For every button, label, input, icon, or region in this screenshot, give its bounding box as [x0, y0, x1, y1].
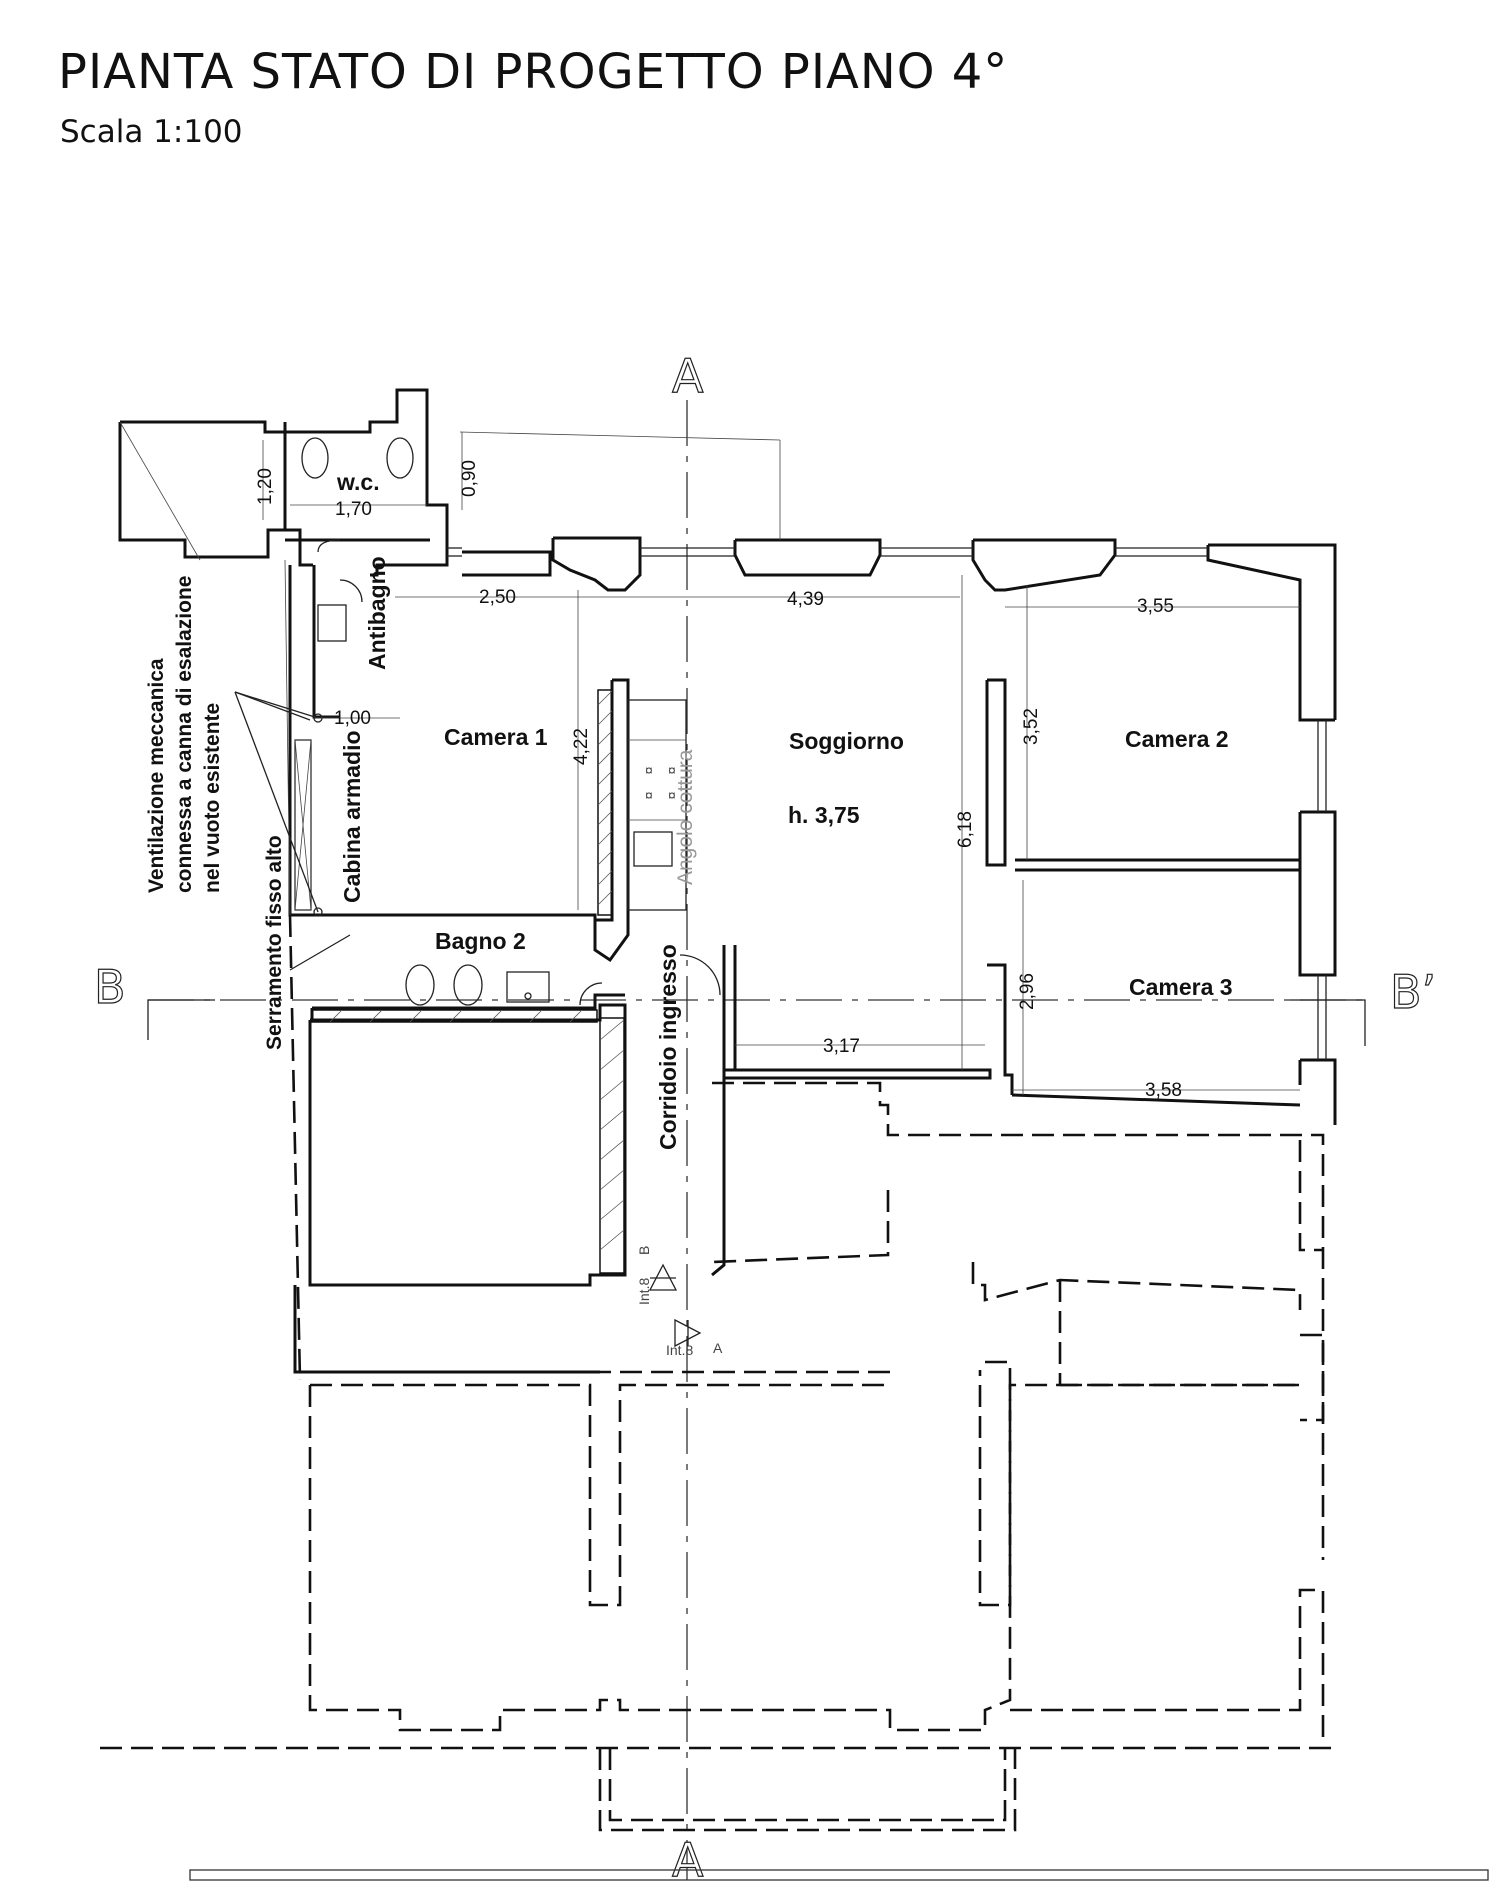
room-label-corridoio-ingresso: Corridoio ingresso	[655, 944, 681, 1150]
dim-1-00: 1,00	[334, 708, 371, 729]
section-b-right-label: B’	[1390, 965, 1436, 1019]
int-section-b-label: Int.8	[636, 1278, 652, 1305]
dim-3-52: 3,52	[1021, 708, 1042, 745]
fixtures: ¤ ¤ ¤ ¤	[234, 437, 721, 1006]
serramento-note: Serramento fisso alto	[263, 835, 286, 1050]
section-b-left-label: B	[94, 960, 126, 1014]
dim-3-17: 3,17	[823, 1036, 860, 1057]
room-label-antibagno: Antibagno	[364, 556, 390, 670]
kitchen-label: Angolo cottura	[674, 749, 697, 885]
room-label-bagno-2: Bagno 2	[435, 928, 526, 954]
svg-text:¤: ¤	[645, 762, 653, 778]
dim-3-58: 3,58	[1145, 1080, 1182, 1101]
int-section-b-tag: B	[636, 1246, 652, 1255]
svg-text:¤: ¤	[668, 787, 676, 803]
svg-text:¤: ¤	[668, 762, 676, 778]
room-label-camera-3: Camera 3	[1129, 974, 1233, 1000]
room-label-soggiorno: Soggiorno	[789, 728, 904, 754]
room-label-camera-2: Camera 2	[1125, 726, 1229, 752]
dim-2-50: 2,50	[479, 587, 516, 608]
room-label-camera-1: Camera 1	[444, 724, 548, 750]
title-block-frame	[189, 1869, 1489, 1881]
dim-6-18: 6,18	[955, 811, 976, 848]
vent-note-line-3: nel vuoto esistente	[201, 703, 224, 893]
dim-0-90: 0,90	[459, 460, 480, 497]
vent-note-line-1: Ventilazione meccanica	[145, 658, 168, 893]
scale-label: Scala 1:100	[60, 114, 243, 150]
section-axes: A A B B’	[93, 348, 1436, 1881]
dim-3-55: 3,55	[1137, 596, 1174, 617]
vent-note-line-2: connessa a canna di esalazione	[173, 576, 196, 893]
section-a-bottom-label: A	[672, 1833, 704, 1881]
svg-text:¤: ¤	[645, 787, 653, 803]
dim-4-39: 4,39	[787, 589, 824, 610]
room-label-cabina-armadio: Cabina armadio	[339, 730, 365, 903]
dim-1-20: 1,20	[255, 468, 276, 505]
section-a-top-label: A	[672, 349, 704, 403]
room-height-label: h. 3,75	[788, 802, 860, 828]
dimension-lines	[262, 432, 1300, 1095]
window-lines	[119, 421, 1327, 1060]
room-label-wc: w.c.	[336, 469, 380, 495]
walls-solid	[118, 388, 1337, 1374]
page-title: PIANTA STATO DI PROGETTO PIANO 4°	[58, 44, 1009, 100]
dim-2-96: 2,96	[1017, 973, 1038, 1010]
int-section-a-tag: A	[713, 1340, 723, 1356]
walls-dashed	[100, 914, 1340, 1832]
dim-4-22: 4,22	[571, 728, 592, 765]
int-section-a-label: Int.8	[666, 1342, 693, 1358]
dim-1-70: 1,70	[335, 499, 372, 520]
hatched-walls	[311, 689, 625, 1274]
int-section-markers: Int.8 B Int.8 A	[636, 1246, 723, 1358]
